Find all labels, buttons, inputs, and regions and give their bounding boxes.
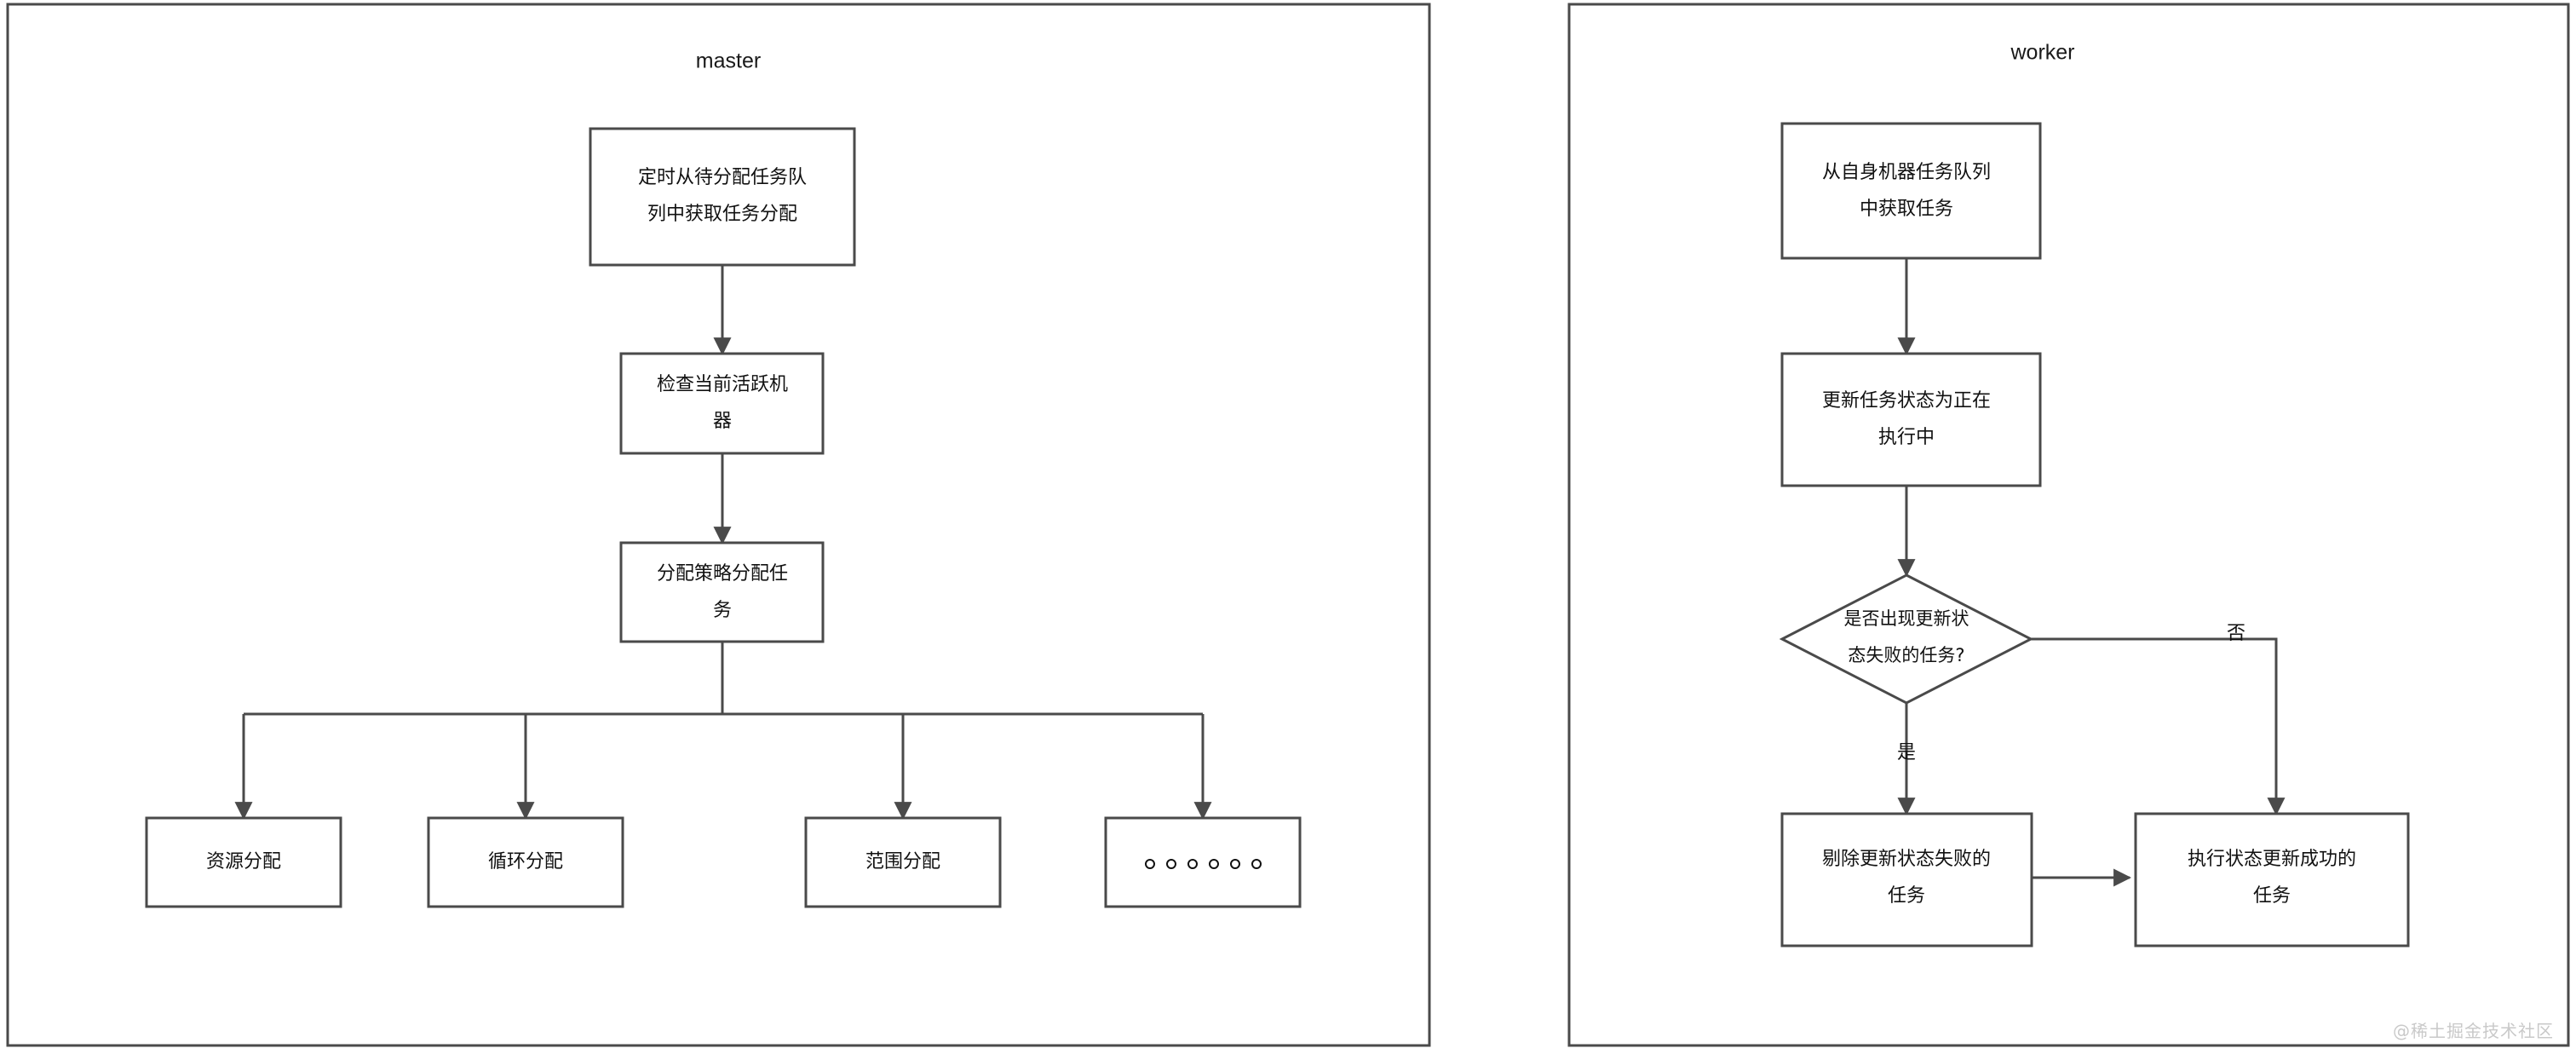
node-w2-shape[interactable]	[1780, 352, 2042, 487]
node-w2[interactable]: 更新任务状态为正在 执行中	[1780, 352, 2042, 487]
node-w5-line2: 任务	[2253, 885, 2291, 907]
node-w3-shape[interactable]	[1779, 573, 2034, 705]
node-w3-line2: 态失败的任务?	[1848, 645, 1964, 665]
node-m2-shape[interactable]	[619, 352, 825, 455]
node-m2-line2: 器	[713, 411, 732, 432]
node-w4-line1: 剔除更新状态失败的	[1822, 849, 1991, 870]
master-edges	[234, 265, 1212, 821]
node-w2-line1: 更新任务状态为正在	[1822, 390, 1991, 412]
worker-edges: 是 否	[1897, 258, 2286, 887]
node-w2-line2: 执行中	[1878, 427, 1935, 448]
six-dots-icon	[1145, 859, 1262, 869]
node-w1-line2: 中获取任务	[1860, 199, 1953, 220]
node-m2-line1: 检查当前活跃机	[657, 374, 788, 395]
node-m1-line2: 列中获取任务分配	[647, 204, 797, 225]
node-m3-line2: 务	[713, 600, 732, 621]
node-m4[interactable]: 资源分配	[145, 816, 342, 908]
node-m1-shape[interactable]	[589, 127, 856, 267]
panel-master-title: master	[696, 49, 761, 73]
node-w1-line1: 从自身机器任务队列	[1822, 162, 1991, 183]
panel-worker-title: worker	[2010, 41, 2074, 65]
edge-label-yes: 是	[1897, 742, 1916, 763]
node-w4-line2: 任务	[1888, 885, 1925, 907]
node-w1-shape[interactable]	[1780, 122, 2042, 260]
node-w3-line1: 是否出现更新状	[1844, 608, 1969, 629]
node-m2[interactable]: 检查当前活跃机 器	[619, 352, 825, 455]
node-m3[interactable]: 分配策略分配任 务	[619, 541, 825, 643]
node-m5-label: 循环分配	[488, 851, 563, 873]
node-m7[interactable]	[1104, 816, 1302, 908]
panel-master: master 定时从待分配任务队 列中获取任务分配 检	[6, 3, 1431, 1047]
node-w4[interactable]: 剔除更新状态失败的 任务	[1780, 812, 2033, 947]
watermark-text: @稀土掘金技术社区	[2393, 1021, 2554, 1041]
node-m3-line1: 分配策略分配任	[657, 563, 788, 585]
node-m1-line1: 定时从待分配任务队	[638, 167, 807, 188]
node-m4-shape[interactable]	[145, 816, 342, 908]
node-w1[interactable]: 从自身机器任务队列 中获取任务	[1780, 122, 2042, 260]
node-w4-shape[interactable]	[1780, 812, 2033, 947]
node-m5-shape[interactable]	[427, 816, 624, 908]
node-m4-label: 资源分配	[206, 851, 281, 873]
node-m1[interactable]: 定时从待分配任务队 列中获取任务分配	[589, 127, 856, 267]
panel-worker: worker 是 否 从自身机器任务队列 中获取任务 更新任务状态为正在	[1567, 3, 2570, 1047]
edge-label-no: 否	[2227, 623, 2245, 644]
edge-w3-w5-no	[2031, 637, 2286, 816]
node-m6-shape[interactable]	[804, 816, 1002, 908]
node-m5[interactable]: 循环分配	[427, 816, 624, 908]
node-m6-label: 范围分配	[865, 851, 940, 873]
node-w5-line1: 执行状态更新成功的	[2188, 849, 2356, 870]
node-w5[interactable]: 执行状态更新成功的 任务	[2134, 812, 2410, 947]
node-m3-shape[interactable]	[619, 541, 825, 643]
node-m6[interactable]: 范围分配	[804, 816, 1002, 908]
panel-worker-border	[1567, 3, 2570, 1047]
node-w3[interactable]: 是否出现更新状 态失败的任务?	[1779, 573, 2034, 705]
node-m7-shape[interactable]	[1104, 816, 1302, 908]
node-w5-shape[interactable]	[2134, 812, 2410, 947]
